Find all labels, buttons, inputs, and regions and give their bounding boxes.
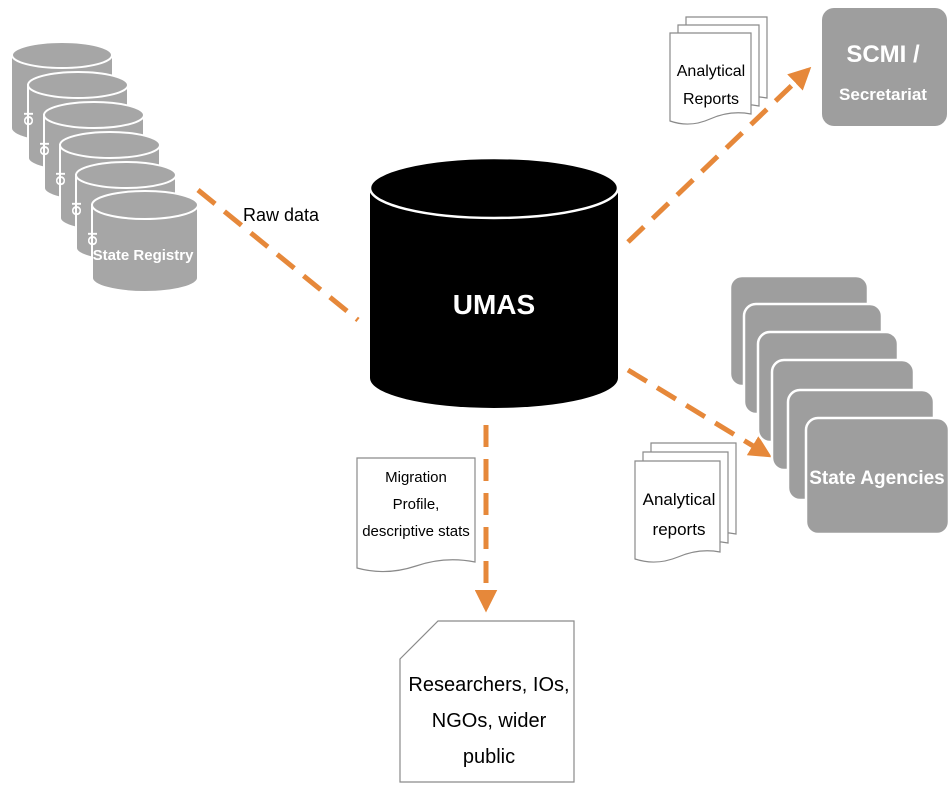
umas-database: UMAS bbox=[368, 156, 620, 408]
migration-profile-line3: descriptive stats bbox=[362, 523, 470, 540]
researchers-line1: Researchers, IOs, bbox=[408, 674, 569, 696]
researchers-line2: NGOs, wider bbox=[432, 710, 547, 732]
registry-tab-label: IO bbox=[21, 112, 36, 126]
state-agencies-label: State Agencies bbox=[809, 468, 945, 489]
registry-cylinder-front bbox=[91, 190, 199, 293]
state-registry-label: State Registry bbox=[93, 247, 195, 264]
state-agencies-stack: State Agencies bbox=[728, 274, 951, 536]
migration-profile-doc: Migration Profile, descriptive stats bbox=[356, 457, 476, 573]
registry-tab-label: IO bbox=[85, 232, 100, 246]
analytical-reports-bottom-line2: reports bbox=[653, 520, 706, 539]
raw-data-label: Raw data bbox=[243, 205, 320, 225]
raw-data-arrow bbox=[196, 188, 360, 322]
researchers-doc: Researchers, IOs, NGOs, wider public bbox=[399, 620, 575, 783]
migration-profile-line1: Migration bbox=[385, 469, 447, 486]
analytical-reports-top-line2: Reports bbox=[683, 91, 739, 108]
registry-tab-label: IO bbox=[37, 142, 52, 156]
scmi-label-line2: Secretariat bbox=[839, 85, 927, 104]
scmi-label-line1: SCMI / bbox=[846, 41, 920, 68]
analytical-reports-top-doc: Analytical Reports bbox=[669, 16, 768, 125]
scmi-secretariat-box: SCMI / Secretariat bbox=[822, 8, 947, 126]
flow-arrows bbox=[196, 66, 812, 613]
arrow-to-scmi bbox=[626, 66, 812, 244]
registry-tab-label: IO bbox=[69, 202, 84, 216]
arrow-to-state-agencies bbox=[626, 367, 772, 458]
state-registry-stack: IO IO IO IO IO State Registry bbox=[11, 41, 199, 293]
analytical-reports-bottom-doc: Analytical reports bbox=[634, 442, 737, 563]
umas-label: UMAS bbox=[453, 289, 535, 320]
migration-profile-line2: Profile, bbox=[393, 496, 440, 513]
analytical-reports-top-line1: Analytical bbox=[677, 63, 745, 80]
researchers-line3: public bbox=[463, 746, 515, 768]
analytical-reports-bottom-line1: Analytical bbox=[643, 490, 716, 509]
registry-tab-label: IO bbox=[53, 172, 68, 186]
